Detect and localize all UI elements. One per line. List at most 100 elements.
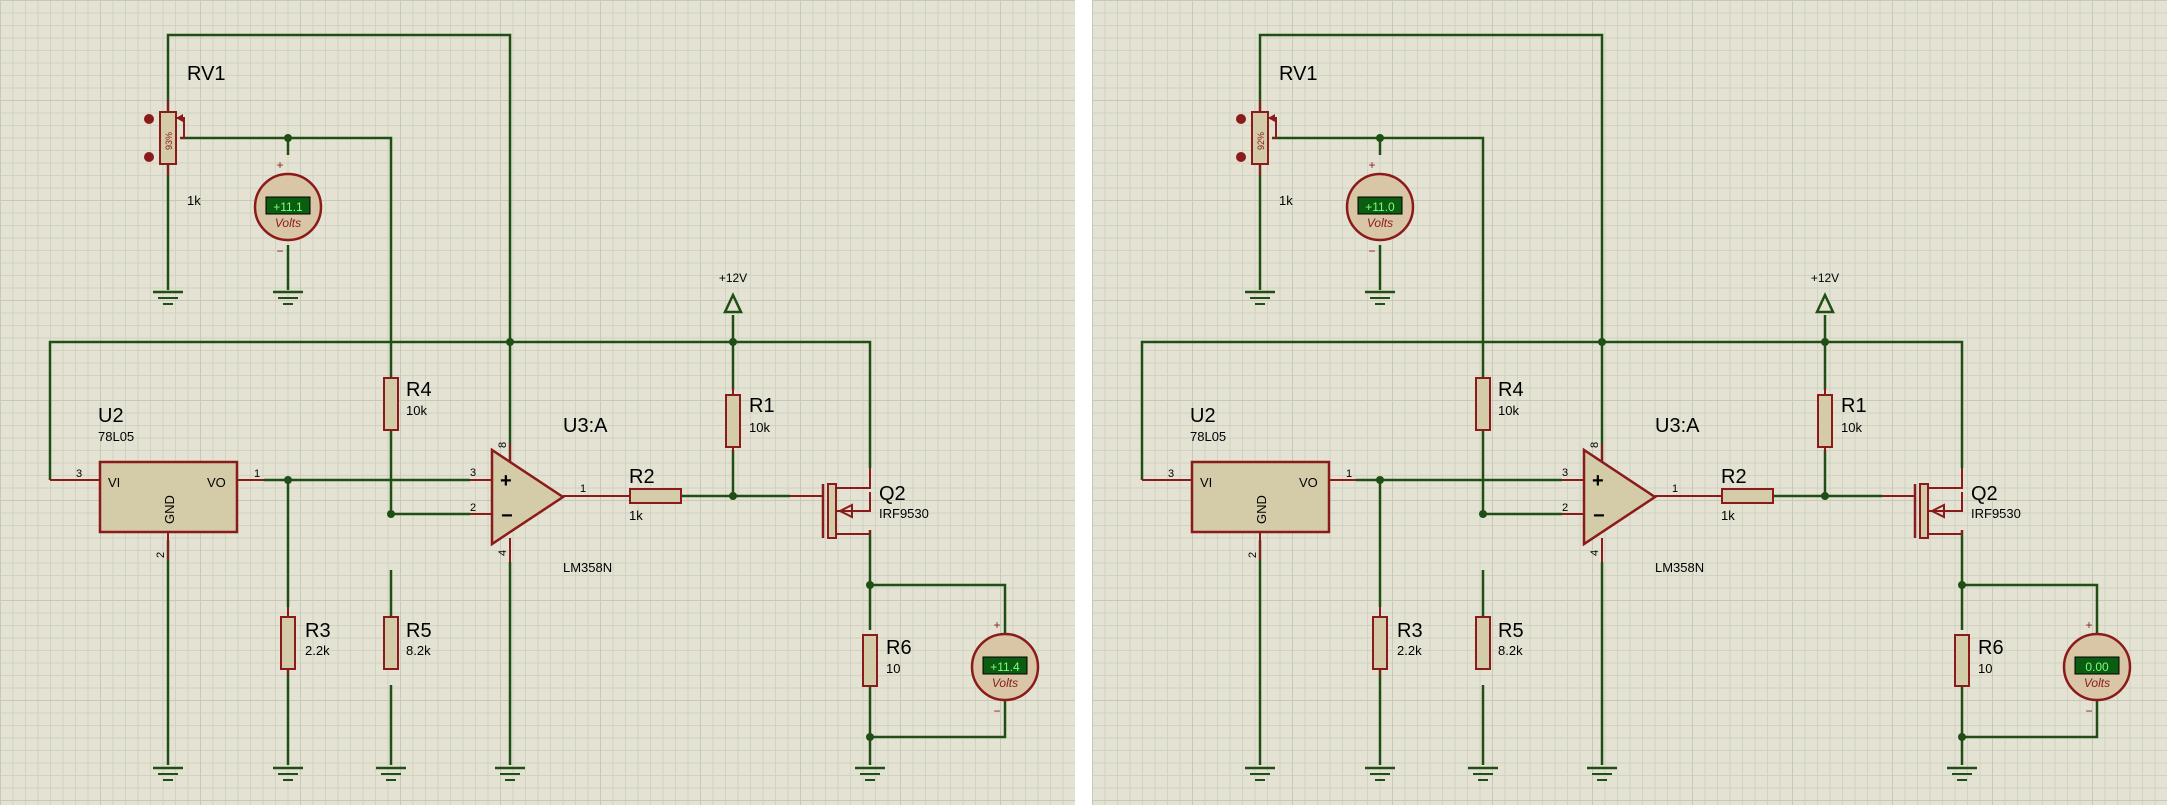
junction-dot [1479, 510, 1487, 518]
ground-symbol [1245, 290, 1275, 305]
voltmeter-display [982, 656, 1028, 675]
junction-dot [729, 338, 737, 346]
potentiometer-value: 1k [187, 193, 201, 208]
ground-symbol [1245, 766, 1275, 781]
resistor-value: 8.2k [406, 643, 431, 658]
opamp-body [1582, 447, 1658, 547]
junction-dot [1821, 338, 1829, 346]
supply-terminal-12v: +12V [719, 271, 747, 314]
voltmeter-minus-terminal: − [276, 244, 283, 258]
mosfet-drain-lead [1928, 530, 1963, 535]
ground-symbol [376, 766, 406, 781]
resistor-ref: R6 [886, 637, 912, 659]
opamp-part: LM358N [563, 560, 612, 575]
opamp-pin-number: 2 [470, 502, 476, 514]
opamp-body [490, 447, 566, 547]
resistor-body [629, 488, 682, 504]
resistor-body [725, 394, 741, 448]
supply-arrow [723, 292, 743, 314]
wire [870, 700, 1007, 739]
resistor-body [280, 616, 296, 670]
mosfet-channel [827, 483, 837, 539]
supply-label: +12V [1811, 271, 1839, 285]
resistor-ref: R2 [1721, 466, 1747, 488]
junction-dot [866, 581, 874, 589]
decrement-button [1236, 152, 1246, 162]
ground-symbol [273, 766, 303, 781]
regulator-body [98, 460, 239, 534]
regulator-pin-number: 3 [76, 468, 82, 480]
junction-dot [1958, 581, 1966, 589]
regulator-pin-vi: VI [1200, 475, 1212, 490]
wire [166, 33, 512, 468]
opamp-ref: U3:A [563, 415, 608, 437]
junction-dot [1376, 134, 1384, 142]
potentiometer-wiper-percent: 92% [1256, 132, 1266, 150]
regulator-pin-number: 2 [155, 552, 167, 558]
resistor-body [1372, 616, 1388, 670]
voltmeter-minus-terminal: − [1368, 244, 1375, 258]
wire [1962, 700, 2099, 739]
voltmeter-unit-label: Volts [2084, 676, 2110, 690]
supply-label: +12V [719, 271, 747, 285]
wire [48, 340, 872, 480]
mosfet-source-lead [1928, 468, 1963, 489]
opamp-pin-number: 1 [1672, 483, 1678, 495]
resistor-r3: R32.2k [280, 607, 331, 675]
resistor-ref: R5 [406, 620, 432, 642]
resistor-value: 1k [629, 508, 643, 523]
resistor-body [1954, 634, 1970, 687]
resistor-ref: R3 [1397, 620, 1423, 642]
resistor-ref: R5 [1498, 620, 1524, 642]
resistor-value: 10 [886, 661, 900, 676]
potentiometer-ref: RV1 [187, 63, 226, 85]
regulator-pin-number: 2 [1247, 552, 1259, 558]
resistor-r3: R32.2k [1372, 607, 1423, 675]
junction-dot [284, 134, 292, 142]
potentiometer-ref: RV1 [1279, 63, 1318, 85]
resistor-value: 10k [1841, 420, 1862, 435]
voltmeter-display [265, 196, 311, 215]
resistor-value: 2.2k [305, 643, 330, 658]
voltmeter-unit-label: Volts [275, 216, 301, 230]
wire [870, 583, 1007, 633]
junction-dot [1598, 338, 1606, 346]
opamp-pin-number: 8 [1589, 442, 1601, 448]
resistor-body [862, 634, 878, 687]
resistor-value: 8.2k [1498, 643, 1523, 658]
resistor-body [1475, 616, 1491, 670]
opamp-plus-sign: + [500, 470, 512, 492]
regulator-pin-vi: VI [108, 475, 120, 490]
resistor-value: 10 [1978, 661, 1992, 676]
opamp-pin-number: 8 [497, 442, 509, 448]
resistor-body [1721, 488, 1774, 504]
mosfet-body-arrow [1929, 503, 1945, 519]
opamp-ref: U3:A [1655, 415, 1700, 437]
regulator-pin-number: 3 [1168, 468, 1174, 480]
regulator-part: 78L05 [1190, 429, 1226, 444]
opamp-part: LM358N [1655, 560, 1704, 575]
opamp-pin-number: 1 [580, 483, 586, 495]
potentiometer-value: 1k [1279, 193, 1293, 208]
regulator-pin-gnd: GND [1254, 495, 1269, 524]
resistor-body [383, 616, 399, 670]
resistor-ref: R3 [305, 620, 331, 642]
panel-divider [1075, 0, 1092, 805]
junction-dot [866, 733, 874, 741]
regulator-ref: U2 [98, 405, 124, 427]
junction-dot [1821, 492, 1829, 500]
regulator-pin-number: 1 [254, 468, 260, 480]
